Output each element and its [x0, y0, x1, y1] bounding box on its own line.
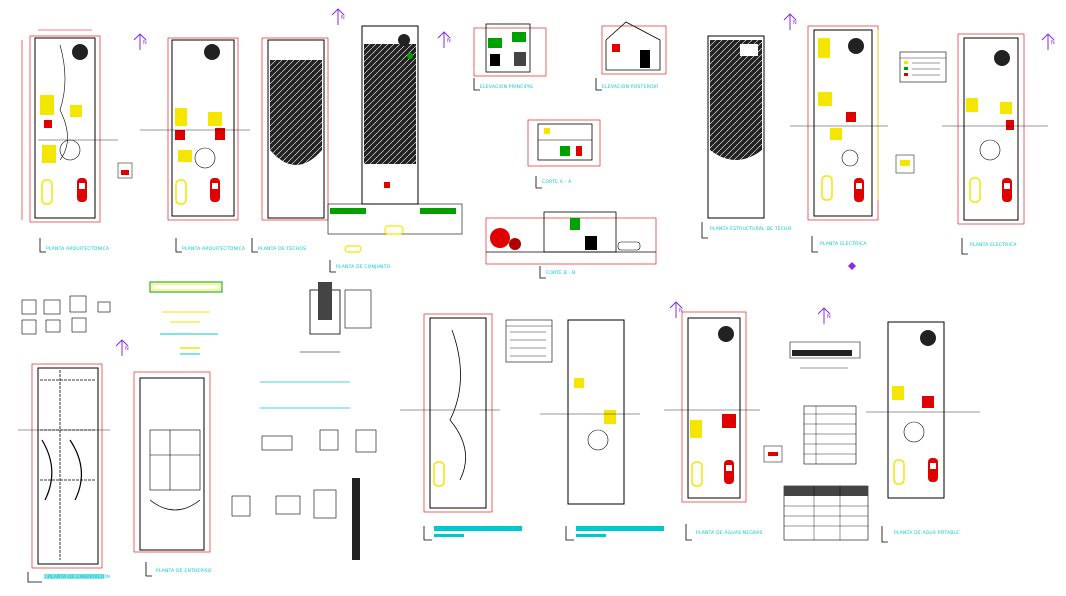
plan-aguas-negras-1 — [400, 313, 522, 541]
legend-aguas — [505, 319, 553, 363]
detalle-viga — [149, 281, 223, 355]
label-elev-principal: ELEVACION PRINCIPAL — [480, 84, 534, 90]
label-cimentacion: PLANTA DE CIMENTACION — [48, 574, 110, 580]
label-planta-techos: PLANTA DE TECHOS — [258, 246, 306, 252]
label-planta-arq-2: PLANTA ARQUITECTONICA — [182, 246, 246, 252]
label-entrepiso: PLANTA DE ENTREPISO — [156, 568, 212, 574]
plan-electrica-1: PLANTA ELECTRICA — [783, 13, 915, 270]
label-electrica-2: PLANTA ELECTRICA — [970, 242, 1017, 248]
corte-a-a: CORTE A - A — [527, 119, 601, 189]
legend-electrica — [899, 51, 947, 83]
plan-cimentacion: PLANTA DE CIMENTACION — [18, 339, 130, 583]
plan-aguas-negras-2 — [540, 319, 664, 541]
tabla-materiales — [803, 405, 857, 465]
plan-aguas-negras-3: PLANTA DE AGUAS NEGRAS — [664, 301, 783, 541]
detalles-columnas — [231, 282, 377, 560]
plan-arquitectonica-2: PLANTA ARQUITECTONICA — [140, 37, 250, 253]
label-planta-conjunto: PLANTA DE CONJUNTO — [336, 264, 391, 270]
elevacion-posterior: ELEVACION POSTERIOR — [595, 21, 667, 91]
label-aguas-negras: PLANTA DE AGUAS NEGRAS — [696, 530, 763, 536]
label-electrica-1: PLANTA ELECTRICA — [820, 241, 867, 247]
plan-estructural-techo: PLANTA ESTRUCTURAL DE TECHO — [701, 35, 792, 239]
label-corte-b: CORTE B - B — [546, 270, 575, 276]
elevacion-principal: ELEVACION PRINCIPAL — [473, 23, 547, 91]
label-planta-arq-1: PLANTA ARQUITECTONICA — [46, 246, 110, 252]
label-agua-potable: PLANTA DE AGUA POTABLE — [894, 530, 959, 536]
plan-agua-potable: PLANTA DE AGUA POTABLE — [866, 321, 980, 543]
detalle-cisterna — [789, 307, 861, 369]
corte-b-b: CORTE B - B — [485, 211, 657, 279]
label-estructural: PLANTA ESTRUCTURAL DE TECHO — [710, 226, 792, 232]
plan-electrica-2: PLANTA ELECTRICA — [942, 33, 1056, 255]
plan-arquitectonica-1: PLANTA ARQUITECTONICA — [21, 29, 133, 253]
plan-entrepiso: PLANTA DE ENTREPISO — [133, 371, 212, 577]
plan-conjunto: PLANTA DE CONJUNTO — [327, 8, 463, 273]
label-corte-a: CORTE A - A — [542, 179, 572, 185]
detalles-zapatas — [21, 295, 111, 335]
tabla-cuadro — [783, 485, 869, 541]
plan-techos: PLANTA DE TECHOS — [251, 37, 329, 253]
label-elev-posterior: ELEVACION POSTERIOR — [602, 84, 658, 90]
